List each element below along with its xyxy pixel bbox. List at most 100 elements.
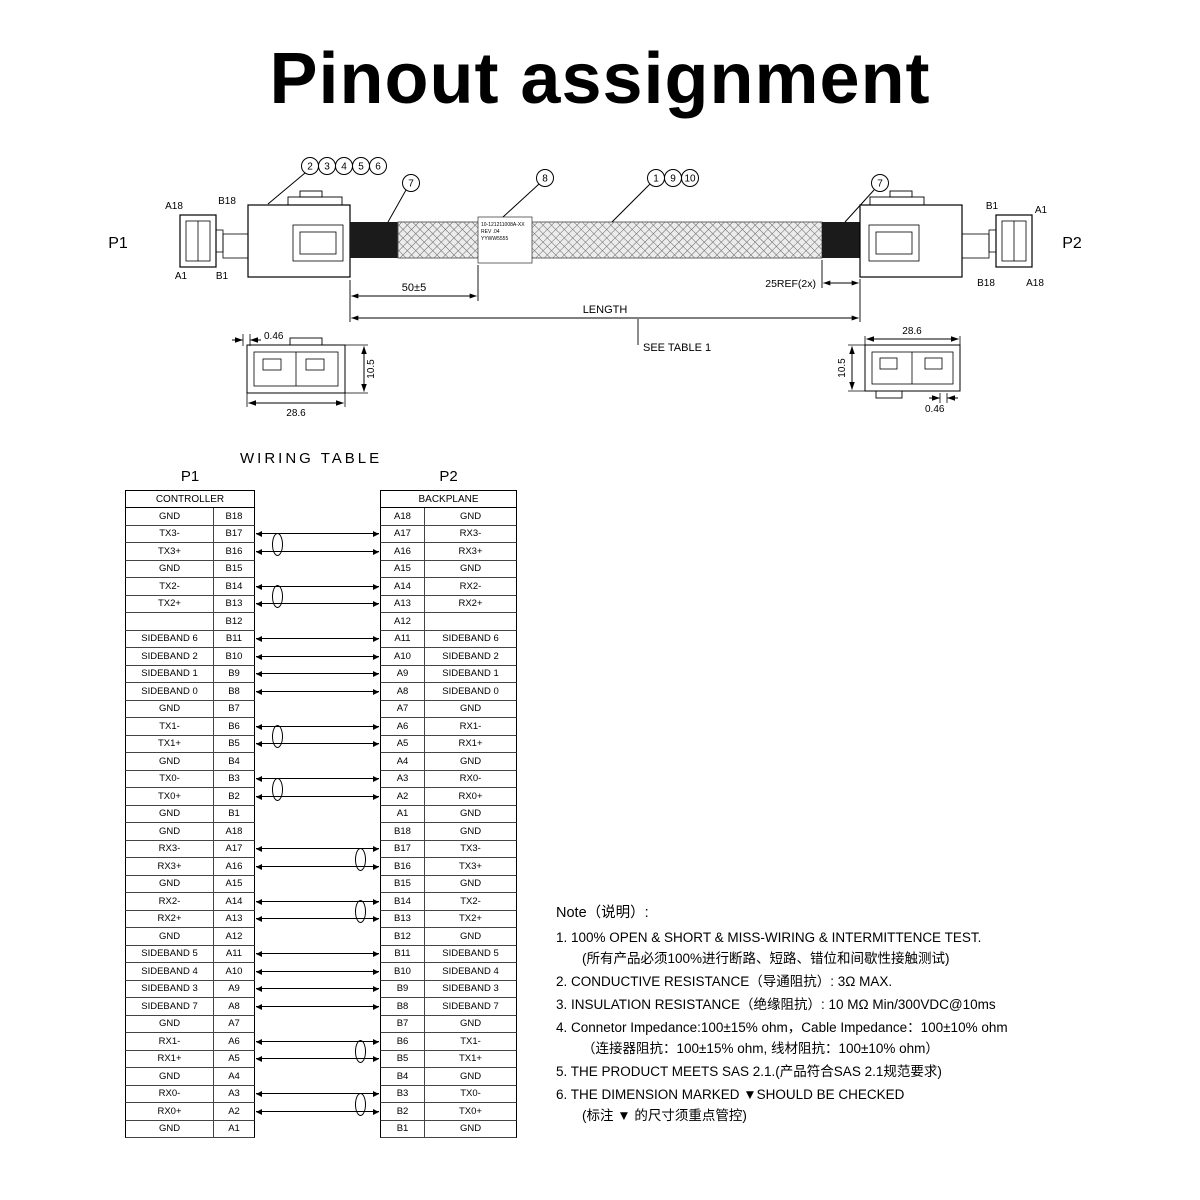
p1-signal: SIDEBAND 2 bbox=[125, 648, 213, 666]
p1-signal: RX2+ bbox=[125, 910, 213, 928]
wire-link bbox=[255, 736, 380, 754]
pin-label-b1-left: B1 bbox=[216, 271, 229, 282]
arrow-right-icon bbox=[373, 793, 379, 800]
note-text: 6. THE DIMENSION MARKED ▼SHOULD BE CHECK… bbox=[556, 1086, 905, 1102]
arrow-left-icon bbox=[256, 1108, 262, 1115]
arrow-right-icon bbox=[373, 1056, 379, 1063]
p1-signal: RX3- bbox=[125, 840, 213, 858]
pin-label-b18-left: B18 bbox=[218, 196, 236, 207]
wiring-row: SIDEBAND 4 A10 B10 SIDEBAND 4 bbox=[125, 963, 517, 981]
wire-link bbox=[255, 718, 380, 748]
p2-signal: GND bbox=[425, 1015, 517, 1033]
wiring-row: RX3- A17 B17 TX3- bbox=[125, 840, 517, 871]
note-text: 2. CONDUCTIVE RESISTANCE（导通阻抗）: 3Ω MAX. bbox=[556, 974, 893, 990]
p2-pin: A7 bbox=[380, 700, 425, 718]
p2-signal: GND bbox=[425, 508, 517, 526]
wire-link bbox=[255, 753, 380, 771]
p2-signal: SIDEBAND 6 bbox=[425, 630, 517, 648]
wiring-row: GND B18 A18 GND bbox=[125, 508, 517, 526]
wiring-row: GND A15 B15 GND bbox=[125, 875, 517, 894]
arrow-left-icon bbox=[256, 846, 262, 853]
balloon-label: 10 bbox=[684, 174, 696, 185]
p1-signal: TX2+ bbox=[125, 595, 213, 613]
sticker-line-3: YYWW5555 bbox=[481, 236, 508, 242]
p2-signal: TX2- bbox=[425, 893, 517, 911]
p1-signal: GND bbox=[125, 753, 213, 771]
p2-signal: RX2- bbox=[425, 578, 517, 596]
twisted-pair-icon bbox=[272, 532, 283, 556]
p1-signal: GND bbox=[125, 508, 213, 526]
p1-pin: A7 bbox=[213, 1015, 255, 1033]
p1-signal: TX0- bbox=[125, 770, 213, 788]
arrow-right-icon bbox=[373, 671, 379, 678]
wiring-table: P1 P2 CONTROLLER BACKPLANE GND B18 A1 bbox=[125, 468, 517, 1138]
wire-line bbox=[256, 865, 379, 867]
wiring-table-title: WIRING TABLE bbox=[240, 450, 383, 467]
p2-signal: RX0+ bbox=[425, 788, 517, 806]
wire-link bbox=[255, 666, 380, 684]
p2-pin: A8 bbox=[380, 683, 425, 701]
p2-pin: A13 bbox=[380, 595, 425, 613]
arrow-right-icon bbox=[373, 688, 379, 695]
p1-connector bbox=[179, 190, 351, 278]
p2-signal: GND bbox=[425, 823, 517, 841]
p2-signal: RX1+ bbox=[425, 735, 517, 753]
arrow-right-icon bbox=[373, 863, 379, 870]
p2-signal: TX3+ bbox=[425, 858, 517, 876]
wire-link bbox=[255, 683, 380, 701]
p2-header: P2 bbox=[439, 468, 458, 485]
arrow-right-icon bbox=[373, 916, 379, 923]
p2-pin: A14 bbox=[380, 578, 425, 596]
twisted-pair-icon bbox=[272, 725, 283, 748]
wire-line bbox=[256, 848, 379, 850]
twisted-pair-icon bbox=[355, 1040, 366, 1063]
wire-line bbox=[256, 725, 379, 727]
p2-pin: A15 bbox=[380, 560, 425, 578]
p1-signal: RX0- bbox=[125, 1085, 213, 1103]
p1-pin: A14 bbox=[213, 893, 255, 911]
arrow-right-icon bbox=[373, 1091, 379, 1098]
p1-signal: GND bbox=[125, 1015, 213, 1033]
p2-pin: B12 bbox=[380, 928, 425, 946]
p2-pin: A10 bbox=[380, 648, 425, 666]
wire-line bbox=[256, 550, 379, 552]
p1-pin: A4 bbox=[213, 1068, 255, 1086]
p2-pin: A1 bbox=[380, 805, 425, 823]
dim-right-105: 10.5 bbox=[837, 358, 848, 378]
p1-pin: A3 bbox=[213, 1085, 255, 1103]
wire-line bbox=[256, 743, 379, 745]
p2-drawing-label: P2 bbox=[1062, 235, 1082, 252]
p2-pin: A3 bbox=[380, 770, 425, 788]
wire-link bbox=[255, 1086, 380, 1116]
wire-link bbox=[255, 526, 380, 556]
note-item: 1. 100% OPEN & SHORT & MISS-WIRING & INT… bbox=[556, 928, 1200, 970]
arrow-left-icon bbox=[256, 863, 262, 870]
p1-signal: TX3- bbox=[125, 525, 213, 543]
cable-label-sticker: 10-121211008A-XX REV .04 YYWW5555 bbox=[477, 216, 533, 264]
notes-heading: Note（说明）: bbox=[556, 905, 649, 921]
wiring-row: RX0+ A2 B2 TX0+ bbox=[125, 1103, 517, 1121]
wire-link bbox=[255, 998, 380, 1016]
p2-signal: GND bbox=[425, 700, 517, 718]
wire-line bbox=[256, 953, 379, 955]
p2-pin: B15 bbox=[380, 875, 425, 893]
wire-link bbox=[255, 876, 380, 894]
wire-line bbox=[256, 918, 379, 920]
wire-link bbox=[255, 1103, 380, 1121]
p2-signal: SIDEBAND 4 bbox=[425, 963, 517, 981]
twisted-pair-icon bbox=[355, 900, 366, 923]
balloon-label: 6 bbox=[375, 162, 381, 173]
p2-pin: A4 bbox=[380, 753, 425, 771]
p1-pin: B7 bbox=[213, 700, 255, 718]
arrow-left-icon bbox=[256, 793, 262, 800]
wiring-row: GND B1 A1 GND bbox=[125, 805, 517, 823]
p1-signal: RX3+ bbox=[125, 858, 213, 876]
wiring-row: TX0- B3 A3 RX0- bbox=[125, 770, 517, 801]
p1-pin: A5 bbox=[213, 1050, 255, 1068]
p1-signal: SIDEBAND 4 bbox=[125, 963, 213, 981]
p1-pin: B18 bbox=[213, 508, 255, 526]
wiring-rows: GND B18 A18 GND TX3- B17 bbox=[125, 508, 517, 1138]
p1-signal: RX2- bbox=[125, 893, 213, 911]
arrow-left-icon bbox=[256, 951, 262, 958]
